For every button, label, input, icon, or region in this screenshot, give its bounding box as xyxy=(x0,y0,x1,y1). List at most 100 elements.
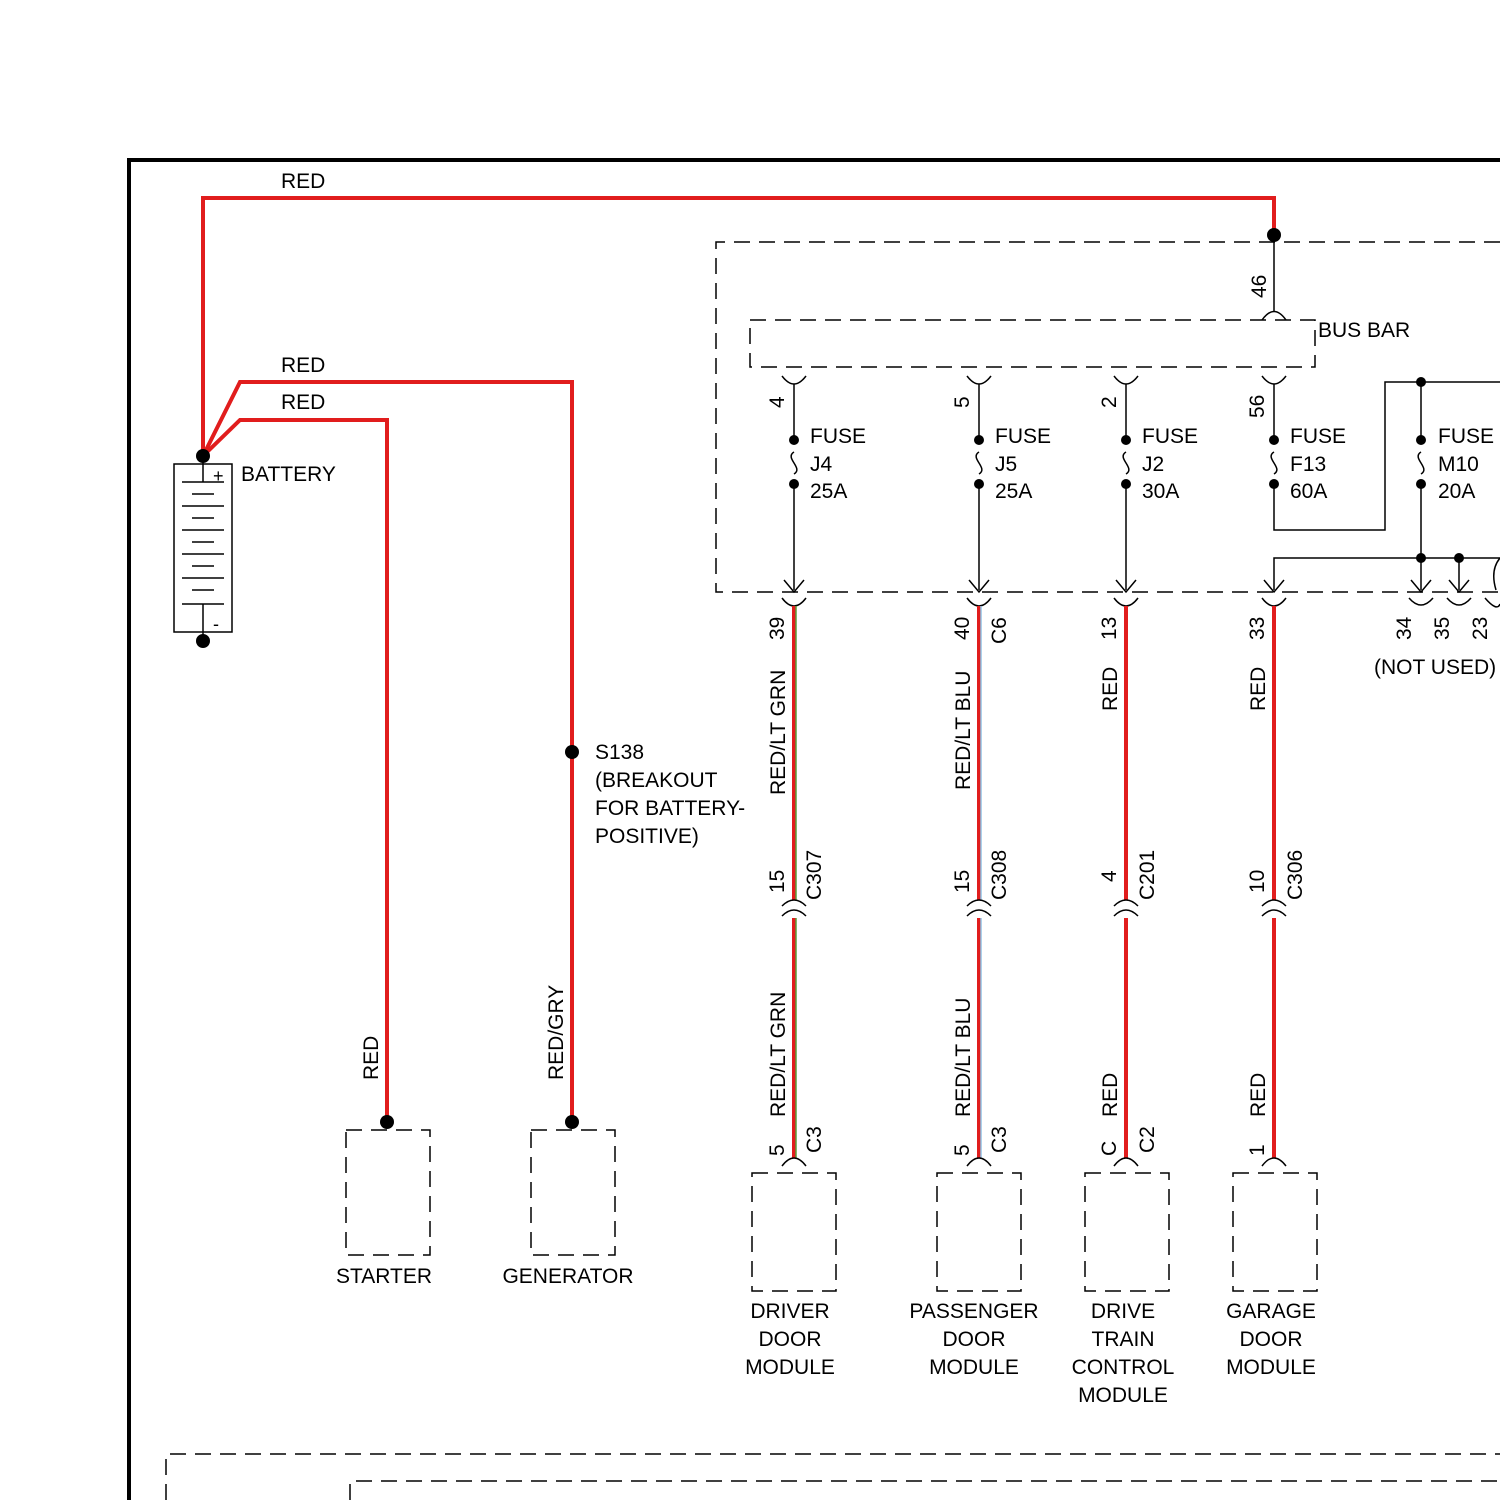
inline-id-driver: C307 xyxy=(803,850,826,900)
driver-module-label-1: DRIVER xyxy=(750,1300,829,1323)
unused-pin-23: 23 xyxy=(1469,617,1492,640)
battery-feed-wires xyxy=(203,198,1274,1122)
circuit-passenger xyxy=(979,606,981,1158)
fuse-box-outline xyxy=(716,242,1500,592)
garage-door-module-box xyxy=(1233,1173,1317,1291)
fuse-j5-rating: 25A xyxy=(995,480,1032,503)
output-pin-driver: 39 xyxy=(766,617,789,640)
dtcm-box xyxy=(1085,1173,1169,1291)
fuse-j2-id: J2 xyxy=(1142,453,1164,476)
passenger-door-module-box xyxy=(937,1173,1021,1291)
inline-id-garage: C306 xyxy=(1284,850,1307,900)
fuse-f13-pin: 56 xyxy=(1246,395,1269,418)
unused-pin-35: 35 xyxy=(1431,617,1454,640)
fuse-j2-word: FUSE xyxy=(1142,425,1198,448)
module-id-dtcm: C2 xyxy=(1136,1126,1159,1153)
fuse-m10-word: FUSE xyxy=(1438,425,1494,448)
output-pin-dtcm: 13 xyxy=(1098,617,1121,640)
splice-s138-id: S138 xyxy=(595,741,644,764)
battery-plus-sign: + xyxy=(213,466,224,486)
generator-label: GENERATOR xyxy=(502,1265,633,1288)
garage-module-label-2: DOOR xyxy=(1240,1328,1303,1351)
wire-battery-to-starter xyxy=(203,420,387,1122)
module-connector-symbols xyxy=(782,1158,1286,1166)
wire-label-mid-red: RED xyxy=(281,354,325,377)
module-pin-driver: 5 xyxy=(766,1144,789,1156)
inline-id-passenger: C308 xyxy=(988,850,1011,900)
splice-s138-desc-2: FOR BATTERY- xyxy=(595,797,745,820)
dtcm-label-4: MODULE xyxy=(1078,1384,1168,1407)
fuse-j2-rating: 30A xyxy=(1142,480,1179,503)
output-connector-passenger: C6 xyxy=(988,617,1011,644)
generator-terminal xyxy=(565,1115,579,1129)
splice-s138-dot xyxy=(565,745,579,759)
dtcm-label-1: DRIVE xyxy=(1091,1300,1155,1323)
starter-terminal xyxy=(380,1115,394,1129)
output-pin-garage: 33 xyxy=(1246,617,1269,640)
driver-door-module-box xyxy=(752,1173,836,1291)
fuse-f13-id: F13 xyxy=(1290,453,1326,476)
module-pin-dtcm: C xyxy=(1098,1141,1121,1156)
lower-component-box xyxy=(166,1454,1500,1500)
wire-label-starter: RED xyxy=(360,1036,383,1080)
battery-negative-terminal xyxy=(196,634,210,648)
inline-pin-dtcm: 4 xyxy=(1098,870,1121,882)
passenger-module-label-2: DOOR xyxy=(943,1328,1006,1351)
fuse-m10-rating: 20A xyxy=(1438,480,1475,503)
bus-bar-label: BUS BAR xyxy=(1318,319,1410,342)
module-boxes xyxy=(752,1173,1317,1291)
driver-module-label-3: MODULE xyxy=(745,1356,835,1379)
circuit-driver xyxy=(794,606,796,1158)
bus-bar xyxy=(750,320,1315,367)
battery-positive-terminal xyxy=(196,449,210,463)
output-pin-passenger: 40 xyxy=(951,617,974,640)
fuse-m10-id: M10 xyxy=(1438,453,1479,476)
dtcm-label-3: CONTROL xyxy=(1072,1356,1175,1379)
bus-bar-input-pin: 46 xyxy=(1248,275,1271,298)
wire-label-generator: RED/GRY xyxy=(545,985,568,1080)
output-connectors xyxy=(782,598,1500,607)
starter-label: STARTER xyxy=(336,1265,432,1288)
fuse-f13-rating: 60A xyxy=(1290,480,1327,503)
wire-label-driver-upper: RED/LT GRN xyxy=(767,670,790,795)
inline-pin-driver: 15 xyxy=(766,870,789,893)
module-pin-garage: 1 xyxy=(1246,1144,1269,1156)
starter-box xyxy=(346,1130,430,1255)
fuse-j4-rating: 25A xyxy=(810,480,847,503)
inline-pin-passenger: 15 xyxy=(951,870,974,893)
fuse-j4-word: FUSE xyxy=(810,425,866,448)
inline-connector-symbols xyxy=(782,900,1286,916)
generator-box xyxy=(531,1130,615,1255)
wire-label-low-red: RED xyxy=(281,391,325,414)
battery-minus-sign: - xyxy=(213,614,219,634)
battery-label: BATTERY xyxy=(241,463,336,486)
splice-s138-desc-3: POSITIVE) xyxy=(595,825,699,848)
wire-label-passenger-upper: RED/LT BLU xyxy=(952,671,975,790)
garage-module-label-3: MODULE xyxy=(1226,1356,1316,1379)
diagram-frame xyxy=(129,160,1500,1500)
wire-label-dtcm-lower: RED xyxy=(1099,1073,1122,1117)
wire-battery-to-fuse-box xyxy=(203,198,1274,456)
fuse-f13-word: FUSE xyxy=(1290,425,1346,448)
driver-module-label-2: DOOR xyxy=(759,1328,822,1351)
fuse-j5-pin: 5 xyxy=(951,396,974,408)
module-id-passenger: C3 xyxy=(988,1126,1011,1153)
fuse-j5-word: FUSE xyxy=(995,425,1051,448)
unused-pins-note: (NOT USED) xyxy=(1374,656,1496,679)
bus-bar-input-connector xyxy=(1262,312,1286,321)
fuse-j2-pin: 2 xyxy=(1098,396,1121,408)
fuse-j4-pin: 4 xyxy=(766,396,789,408)
module-id-driver: C3 xyxy=(803,1126,826,1153)
wire-label-dtcm-upper: RED xyxy=(1099,667,1122,711)
fuse-j4-id: J4 xyxy=(810,453,833,476)
fuse-j5-id: J5 xyxy=(995,453,1017,476)
wire-label-top-red: RED xyxy=(281,170,325,193)
wire-label-garage-lower: RED xyxy=(1247,1073,1270,1117)
wire-label-passenger-lower: RED/LT BLU xyxy=(952,998,975,1117)
unused-pin-34: 34 xyxy=(1393,616,1416,640)
garage-module-label-1: GARAGE xyxy=(1226,1300,1316,1323)
inline-id-dtcm: C201 xyxy=(1136,850,1159,900)
dtcm-label-2: TRAIN xyxy=(1092,1328,1155,1351)
lower-inner-component-box xyxy=(350,1481,1500,1500)
